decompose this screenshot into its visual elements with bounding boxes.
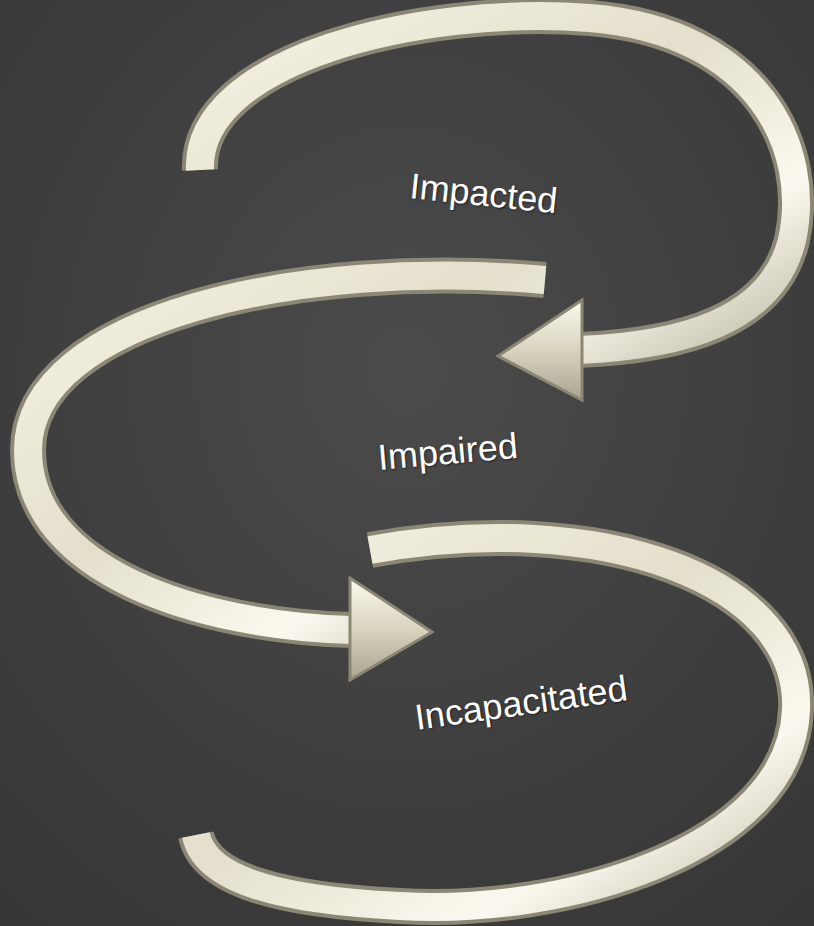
arrow-shadow — [28, 276, 545, 630]
arrow-head — [498, 300, 582, 400]
curved-arrow — [196, 538, 796, 907]
arrow-shadow — [196, 538, 796, 907]
arrow-band — [196, 538, 796, 907]
curved-arrow — [28, 276, 545, 680]
arrow-head — [350, 578, 432, 680]
curved-arrow — [200, 16, 796, 400]
arrow-band — [28, 276, 545, 630]
